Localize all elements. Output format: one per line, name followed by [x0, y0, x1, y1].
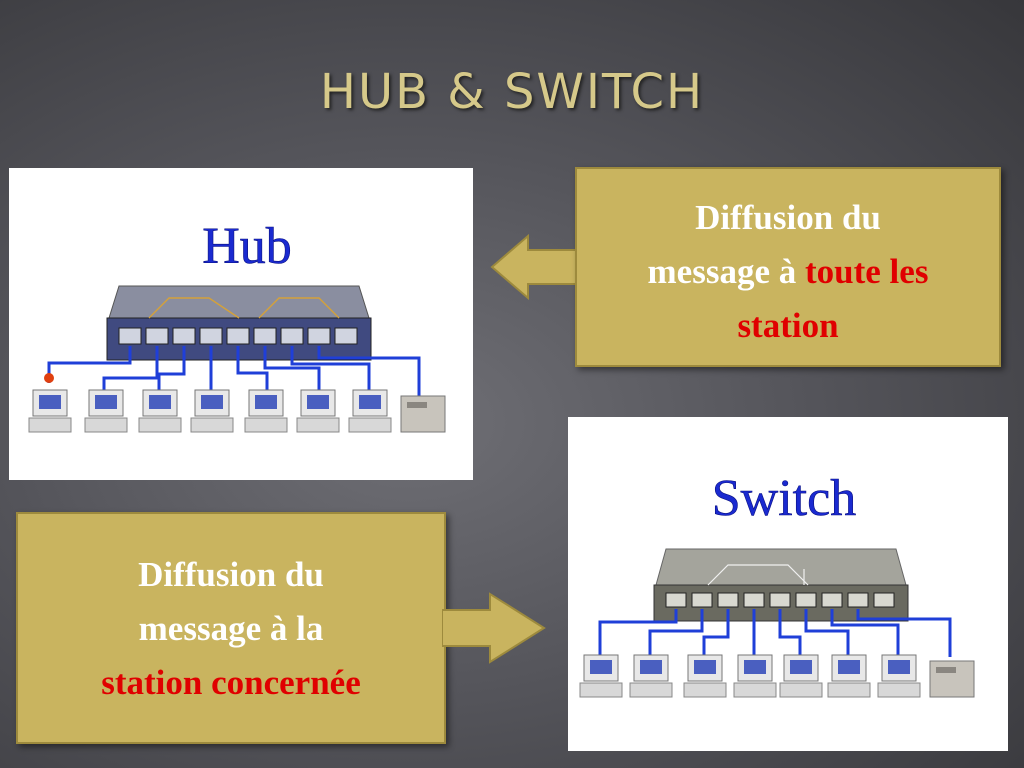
hub-diagram-image: Hub — [9, 168, 473, 480]
hub-stations — [28, 389, 446, 433]
hub-label: Hub — [202, 218, 292, 275]
switch-callout-line3: station concernée — [101, 663, 361, 702]
slide-title: HUB & SWITCH — [319, 64, 705, 120]
switch-callout: Diffusion du message à la station concer… — [16, 512, 446, 744]
arrow-left-icon — [490, 233, 580, 301]
hub-signal-dot — [44, 373, 54, 383]
hub-cables — [47, 346, 421, 396]
arrow-right-icon — [442, 592, 546, 664]
switch-stations — [579, 654, 975, 698]
hub-callout: Diffusion du message à toute les station — [575, 167, 1001, 367]
hub-callout-plain-text: message à — [647, 252, 805, 291]
hub-diagram: Hub — [28, 218, 446, 433]
switch-diagram-image: Switch — [568, 417, 1008, 751]
hub-callout-highlight: toute les — [805, 252, 929, 291]
hub-callout-line3: station — [737, 306, 839, 345]
hub-callout-line1: Diffusion du — [695, 198, 881, 237]
hub-callout-line2: message à toute les — [577, 245, 999, 299]
switch-device — [653, 548, 909, 622]
switch-callout-line1: Diffusion du — [138, 555, 324, 594]
switch-label: Switch — [712, 470, 856, 527]
switch-cables — [598, 609, 952, 657]
switch-diagram: Switch — [579, 470, 975, 698]
switch-callout-line2: message à la — [138, 609, 324, 648]
